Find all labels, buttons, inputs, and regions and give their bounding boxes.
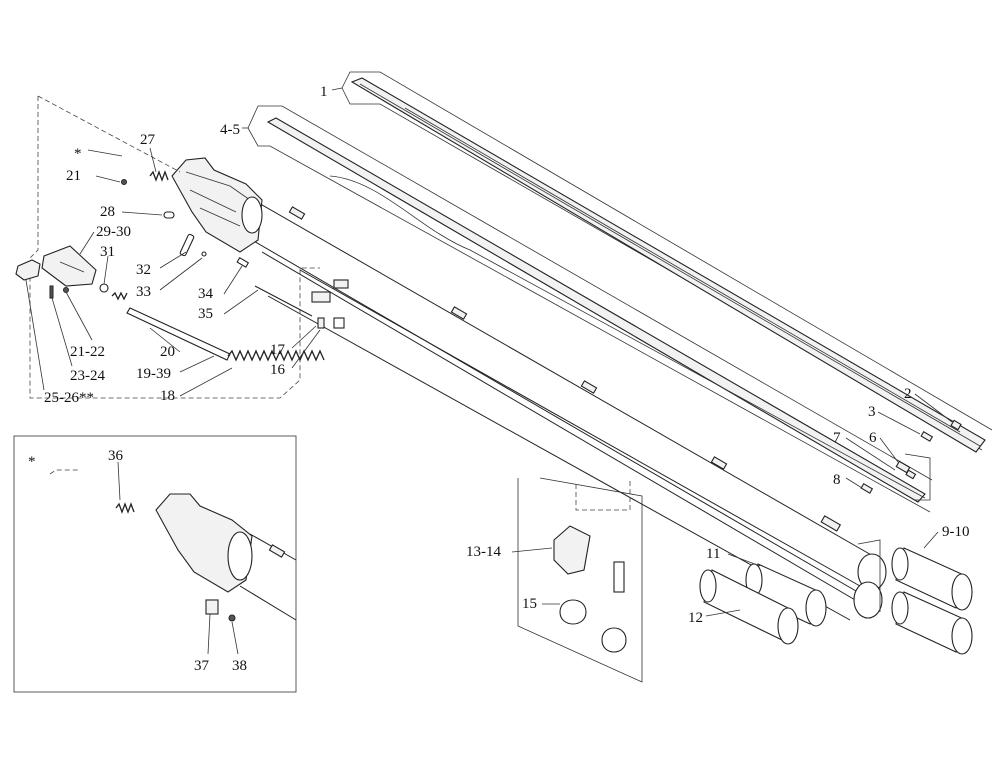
label-8: 8 <box>833 472 841 488</box>
label-28: 28 <box>100 204 115 220</box>
callout-labels: 1 4-5 2 3 7 6 8 9-10 11 12 13-14 15 17 1… <box>28 84 970 674</box>
label-7: 7 <box>833 430 841 446</box>
label-31: 31 <box>100 244 115 260</box>
leader-lines <box>25 87 953 655</box>
label-6: 6 <box>869 430 877 446</box>
label-21: 21 <box>66 168 81 184</box>
label-33: 33 <box>136 284 151 300</box>
forend-group-boundary-2 <box>37 95 181 173</box>
label-32: 32 <box>136 262 151 278</box>
label-27: 27 <box>140 132 156 148</box>
inset-detail-box <box>13 435 297 693</box>
label-35: 35 <box>198 306 213 322</box>
label-38: 38 <box>232 658 247 674</box>
rib-end-parts <box>860 419 962 501</box>
label-20: 20 <box>160 344 175 360</box>
forend-group-boundary <box>29 96 320 399</box>
label-16: 16 <box>270 362 286 378</box>
label-2: 2 <box>904 386 912 402</box>
label-1: 1 <box>320 84 328 100</box>
sling-swivel-box <box>517 477 643 683</box>
label-9-10: 9-10 <box>942 524 970 540</box>
choke-11 <box>745 563 827 627</box>
monoblock <box>171 157 263 253</box>
forend-parts <box>15 170 349 362</box>
label-star-top: * <box>74 146 82 162</box>
label-36: 36 <box>108 448 124 464</box>
label-19-39: 19-39 <box>136 366 171 382</box>
label-23-24: 23-24 <box>70 368 105 384</box>
rib-1 <box>341 71 993 453</box>
label-18: 18 <box>160 388 175 404</box>
choke-9 <box>891 547 973 611</box>
label-15: 15 <box>522 596 537 612</box>
label-34: 34 <box>198 286 214 302</box>
choke-10 <box>891 591 973 655</box>
chokes <box>699 547 973 655</box>
label-29-30: 29-30 <box>96 224 131 240</box>
label-4-5: 4-5 <box>220 122 240 138</box>
label-3: 3 <box>868 404 876 420</box>
label-37: 37 <box>194 658 210 674</box>
label-star-inset: * <box>28 454 36 470</box>
label-17: 17 <box>270 342 286 358</box>
label-25-26: 25-26** <box>44 390 94 406</box>
label-12: 12 <box>688 610 703 626</box>
rib-4-5 <box>247 105 933 513</box>
label-21-22: 21-22 <box>70 344 105 360</box>
label-13-14: 13-14 <box>466 544 501 560</box>
label-11: 11 <box>706 546 720 562</box>
choke-12 <box>699 569 799 645</box>
